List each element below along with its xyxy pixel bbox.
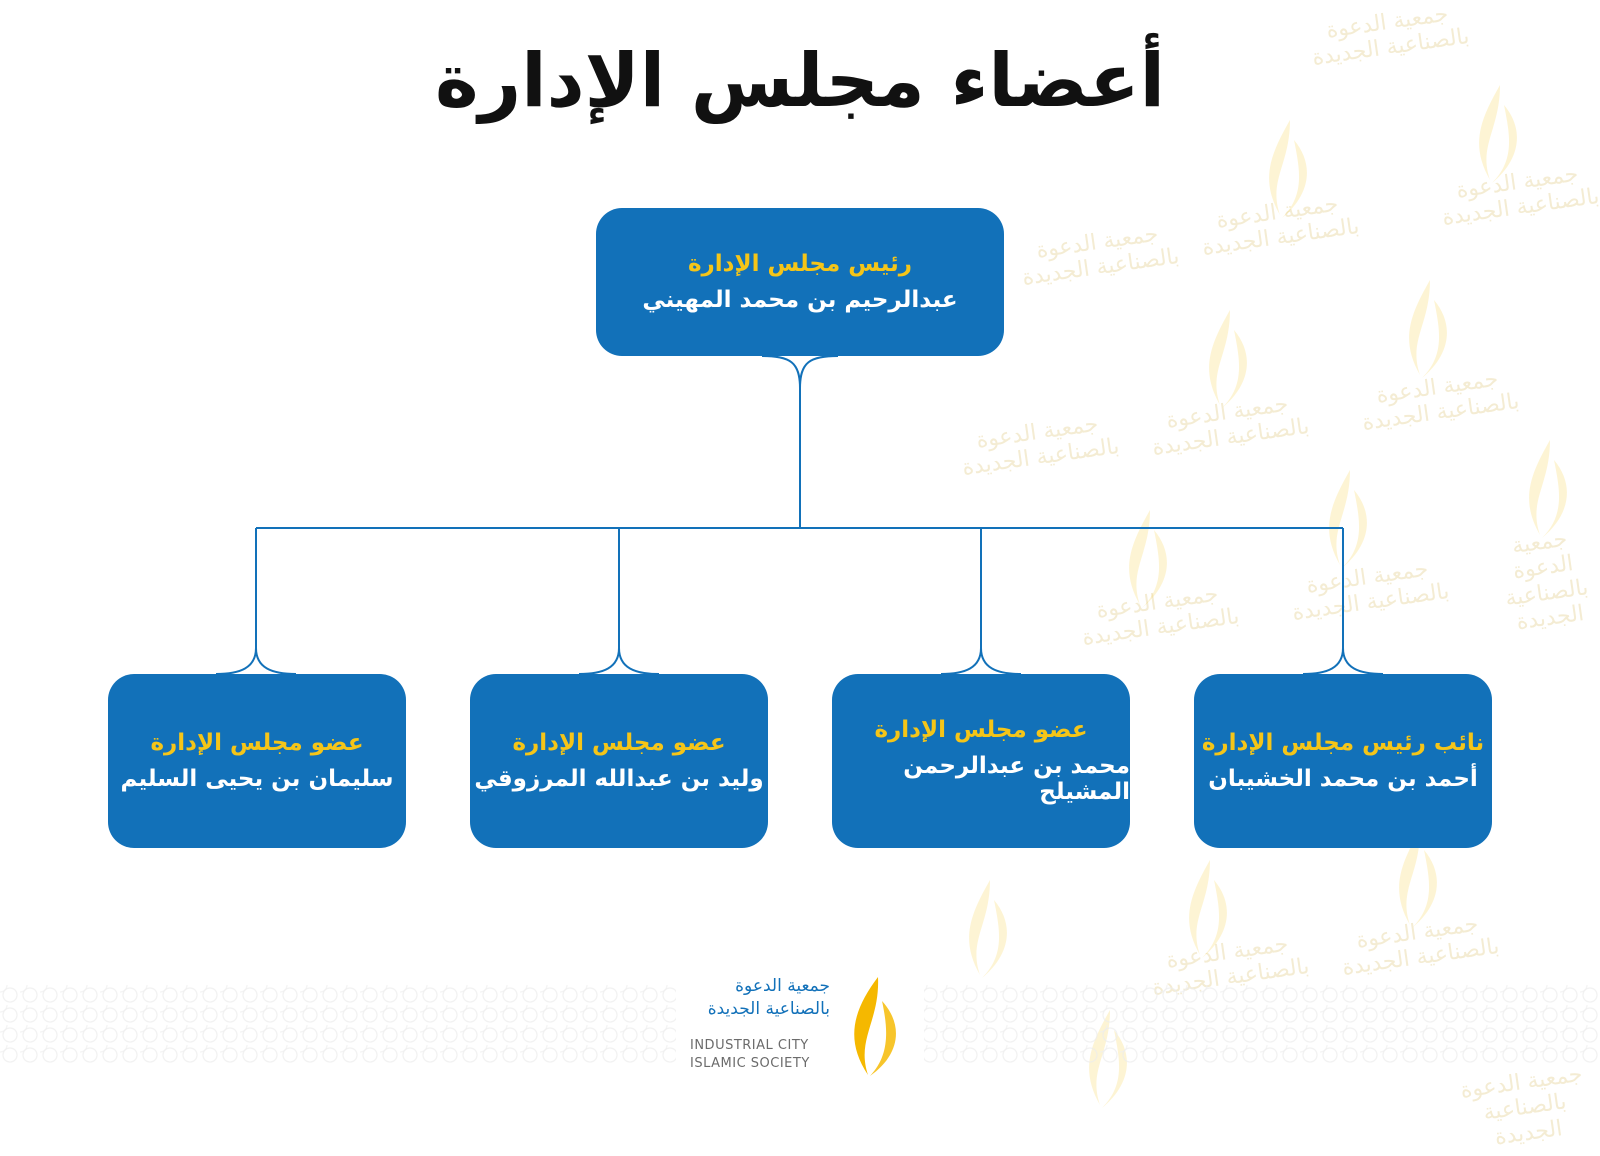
member-role: عضو مجلس الإدارة	[150, 730, 364, 756]
logo-arabic-line2: بالصناعية الجديدة	[707, 998, 830, 1019]
chairman-name: عبدالرحيم بن محمد المهيني	[642, 287, 958, 313]
member-name: محمد بن عبدالرحمن المشيلح	[903, 753, 1130, 805]
connector-drop-m1-right	[1342, 647, 1384, 675]
society-logo: جمعية الدعوة بالصناعية الجديدة INDUSTRIA…	[690, 975, 920, 1080]
connector-drop-m2-left	[940, 528, 982, 675]
member-role: نائب رئيس مجلس الإدارة	[1201, 730, 1485, 756]
logo-english-line2: ISLAMIC SOCIETY	[690, 1055, 810, 1071]
logo-english-text: INDUSTRIAL CITY ISLAMIC SOCIETY	[690, 1037, 830, 1072]
connector-drop-m3-left	[578, 528, 620, 675]
connector-chair-right-flare	[799, 355, 839, 389]
logo-english-line1: INDUSTRIAL CITY	[690, 1038, 809, 1053]
member-name: سليمان بن يحيى السليم	[120, 766, 394, 792]
connector-drop-m2-right	[980, 647, 1022, 675]
connector-drop-m4-left	[215, 528, 257, 675]
logo-arabic-text: جمعية الدعوة بالصناعية الجديدة	[690, 975, 830, 1021]
member-name: وليد بن عبدالله المرزوقي	[474, 766, 764, 792]
chairman-role: رئيس مجلس الإدارة	[687, 251, 913, 277]
connector-drop-m3-right	[618, 647, 660, 675]
flame-icon	[854, 977, 896, 1076]
connector-drop-m1-left	[1302, 528, 1344, 675]
connector-drop-m4-right	[255, 647, 297, 675]
member-box: عضو مجلس الإدارة سليمان بن يحيى السليم	[108, 674, 406, 848]
member-role: عضو مجلس الإدارة	[874, 717, 1088, 743]
member-box: عضو مجلس الإدارة وليد بن عبدالله المرزوق…	[470, 674, 768, 848]
connector-chair-left-flare	[761, 355, 801, 528]
member-role: عضو مجلس الإدارة	[512, 730, 726, 756]
member-name: أحمد بن محمد الخشيبان	[1208, 766, 1478, 792]
member-box-vice-chairman: نائب رئيس مجلس الإدارة أحمد بن محمد الخش…	[1194, 674, 1492, 848]
chairman-box: رئيس مجلس الإدارة عبدالرحيم بن محمد المه…	[596, 208, 1004, 356]
member-box: عضو مجلس الإدارة محمد بن عبدالرحمن المشي…	[832, 674, 1130, 848]
logo-arabic-line1: جمعية الدعوة	[735, 976, 830, 996]
page-title: أعضاء مجلس الإدارة	[434, 38, 1166, 124]
org-chart-connectors	[215, 355, 1384, 675]
